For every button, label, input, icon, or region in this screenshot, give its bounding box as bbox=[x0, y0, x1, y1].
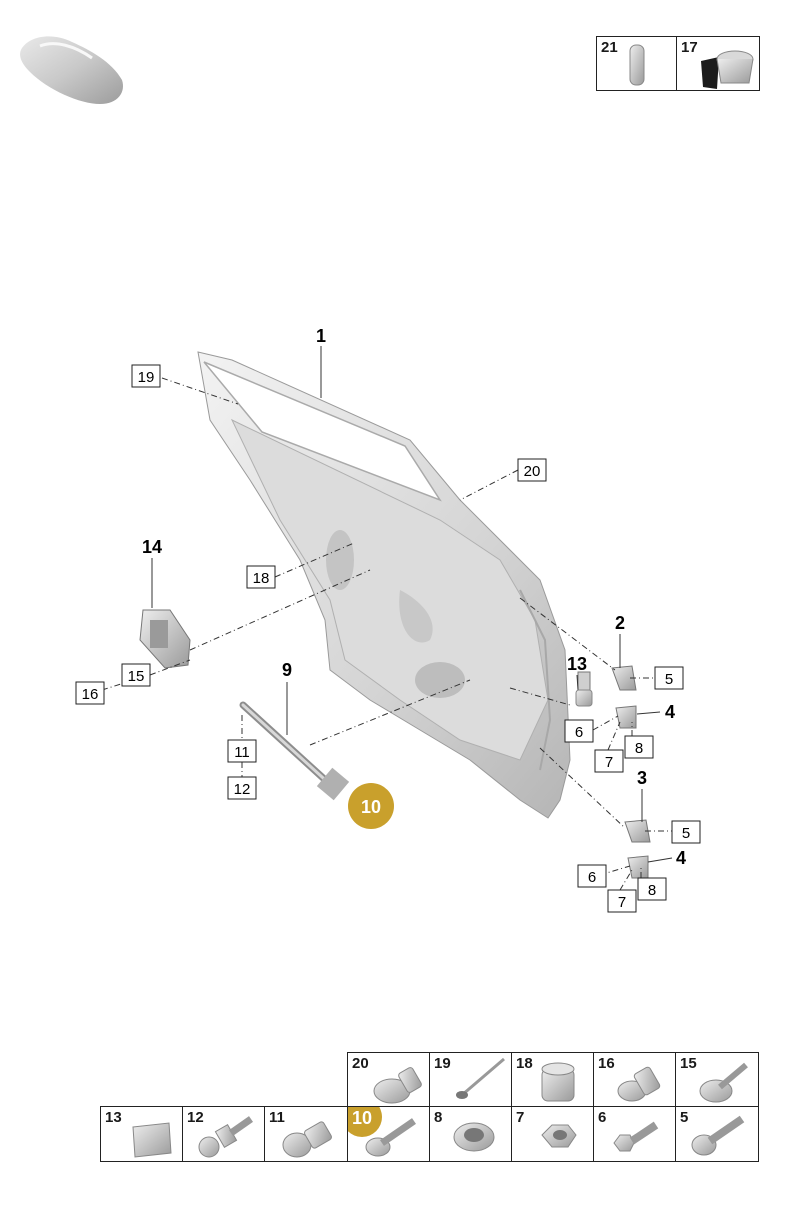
part-number: 21 bbox=[601, 39, 618, 56]
bushing-nut-icon bbox=[453, 1122, 495, 1152]
cylinder-pin-icon bbox=[629, 44, 645, 86]
svg-text:8: 8 bbox=[635, 740, 643, 757]
torx-bolt-icon bbox=[691, 1115, 745, 1156]
part-cell-11[interactable]: 11 bbox=[264, 1106, 348, 1162]
stud-bolt-icon bbox=[617, 1066, 661, 1102]
svg-text:20: 20 bbox=[524, 463, 541, 480]
callout-2: 2 bbox=[615, 613, 625, 633]
svg-text:6: 6 bbox=[575, 724, 583, 741]
part-cell-16[interactable]: 16 bbox=[593, 1052, 676, 1107]
svg-text:12: 12 bbox=[234, 781, 251, 798]
part-cell-19[interactable]: 19 bbox=[429, 1052, 512, 1107]
callout-7-upper: 7 bbox=[594, 749, 624, 773]
callout-3: 3 bbox=[637, 768, 647, 788]
part-cell-13[interactable]: 13 bbox=[100, 1106, 183, 1162]
highlight-10-table: 10 bbox=[352, 1108, 372, 1128]
part-number: 6 bbox=[598, 1109, 607, 1126]
leader-lines bbox=[101, 377, 672, 891]
part-number: 15 bbox=[680, 1055, 697, 1072]
callout-5-lower: 5 bbox=[671, 820, 701, 844]
svg-text:18: 18 bbox=[253, 570, 270, 587]
svg-text:6: 6 bbox=[588, 869, 596, 886]
washer-screw-icon: 10 bbox=[348, 1107, 416, 1157]
svg-text:7: 7 bbox=[618, 894, 626, 911]
part-number: 17 bbox=[681, 39, 698, 56]
svg-text:19: 19 bbox=[138, 369, 155, 386]
part-number: 11 bbox=[269, 1109, 285, 1126]
long-screw-icon bbox=[456, 1057, 505, 1099]
callout-19: 19 bbox=[131, 364, 161, 388]
svg-text:10: 10 bbox=[361, 797, 381, 817]
svg-text:8: 8 bbox=[648, 882, 656, 899]
part-number: 12 bbox=[187, 1109, 204, 1126]
callout-1: 1 bbox=[316, 326, 326, 346]
part-number: 16 bbox=[598, 1055, 615, 1072]
vehicle-thumbnail bbox=[20, 36, 124, 104]
callout-15: 15 bbox=[121, 663, 151, 687]
part-cell-20[interactable]: 20 bbox=[347, 1052, 430, 1107]
callout-16: 16 bbox=[75, 681, 105, 705]
part-cell-15[interactable]: 15 bbox=[675, 1052, 759, 1107]
callout-8-lower: 8 bbox=[637, 877, 667, 901]
svg-text:7: 7 bbox=[605, 754, 613, 771]
flange-bolt-icon bbox=[373, 1067, 422, 1104]
ball-stud-icon bbox=[198, 1116, 254, 1158]
door-lock-module bbox=[139, 609, 191, 669]
washer-screw-icon bbox=[699, 1062, 748, 1103]
part-cell-21[interactable]: 21 bbox=[596, 36, 677, 91]
part-cell-18[interactable]: 18 bbox=[511, 1052, 594, 1107]
callout-12: 12 bbox=[227, 776, 257, 800]
hinge-lower bbox=[624, 819, 651, 879]
callout-13: 13 bbox=[567, 654, 587, 674]
part-cell-12[interactable]: 12 bbox=[182, 1106, 265, 1162]
part-number: 13 bbox=[105, 1109, 122, 1126]
callout-14: 14 bbox=[142, 537, 162, 557]
callout-4-lower: 4 bbox=[676, 848, 686, 868]
highlight-10-main[interactable]: 10 bbox=[348, 783, 394, 829]
part-cell-7[interactable]: 7 bbox=[511, 1106, 594, 1162]
callout-7-lower: 7 bbox=[607, 889, 637, 913]
callout-6-upper: 6 bbox=[564, 719, 594, 743]
cover-pad-icon bbox=[132, 1122, 172, 1158]
door-check-strap bbox=[239, 701, 350, 801]
hex-bolt-icon bbox=[613, 1121, 659, 1152]
threaded-insert-icon bbox=[541, 1062, 575, 1102]
svg-text:5: 5 bbox=[682, 825, 690, 842]
svg-text:5: 5 bbox=[665, 671, 673, 688]
callout-4-upper: 4 bbox=[665, 702, 675, 722]
grommet-tape-icon bbox=[701, 50, 754, 89]
callout-20: 20 bbox=[517, 458, 547, 482]
door-shell bbox=[197, 351, 571, 819]
part-cell-17[interactable]: 17 bbox=[676, 36, 760, 91]
svg-text:11: 11 bbox=[234, 744, 250, 761]
part-number: 18 bbox=[516, 1055, 533, 1072]
solid-leaders bbox=[151, 346, 673, 863]
hex-nut-icon bbox=[541, 1124, 577, 1148]
part-cell-6[interactable]: 6 bbox=[593, 1106, 676, 1162]
flange-bolt-icon bbox=[282, 1121, 332, 1158]
svg-text:16: 16 bbox=[82, 686, 99, 703]
callout-11: 11 bbox=[227, 739, 257, 763]
callout-5-upper: 5 bbox=[654, 666, 684, 690]
part-cell-5[interactable]: 5 bbox=[675, 1106, 759, 1162]
svg-text:15: 15 bbox=[128, 668, 145, 685]
callout-18: 18 bbox=[246, 565, 276, 589]
callout-9: 9 bbox=[282, 660, 292, 680]
part-cell-8[interactable]: 8 bbox=[429, 1106, 512, 1162]
part-cell-10[interactable]: 10 bbox=[347, 1106, 430, 1162]
cover-cap bbox=[575, 689, 593, 707]
part-number: 19 bbox=[434, 1055, 451, 1072]
part-number: 20 bbox=[352, 1055, 369, 1072]
part-number: 5 bbox=[680, 1109, 689, 1126]
part-number: 8 bbox=[434, 1109, 443, 1126]
part-number: 7 bbox=[516, 1109, 525, 1126]
callout-8-upper: 8 bbox=[624, 735, 654, 759]
callout-6-lower: 6 bbox=[577, 864, 607, 888]
